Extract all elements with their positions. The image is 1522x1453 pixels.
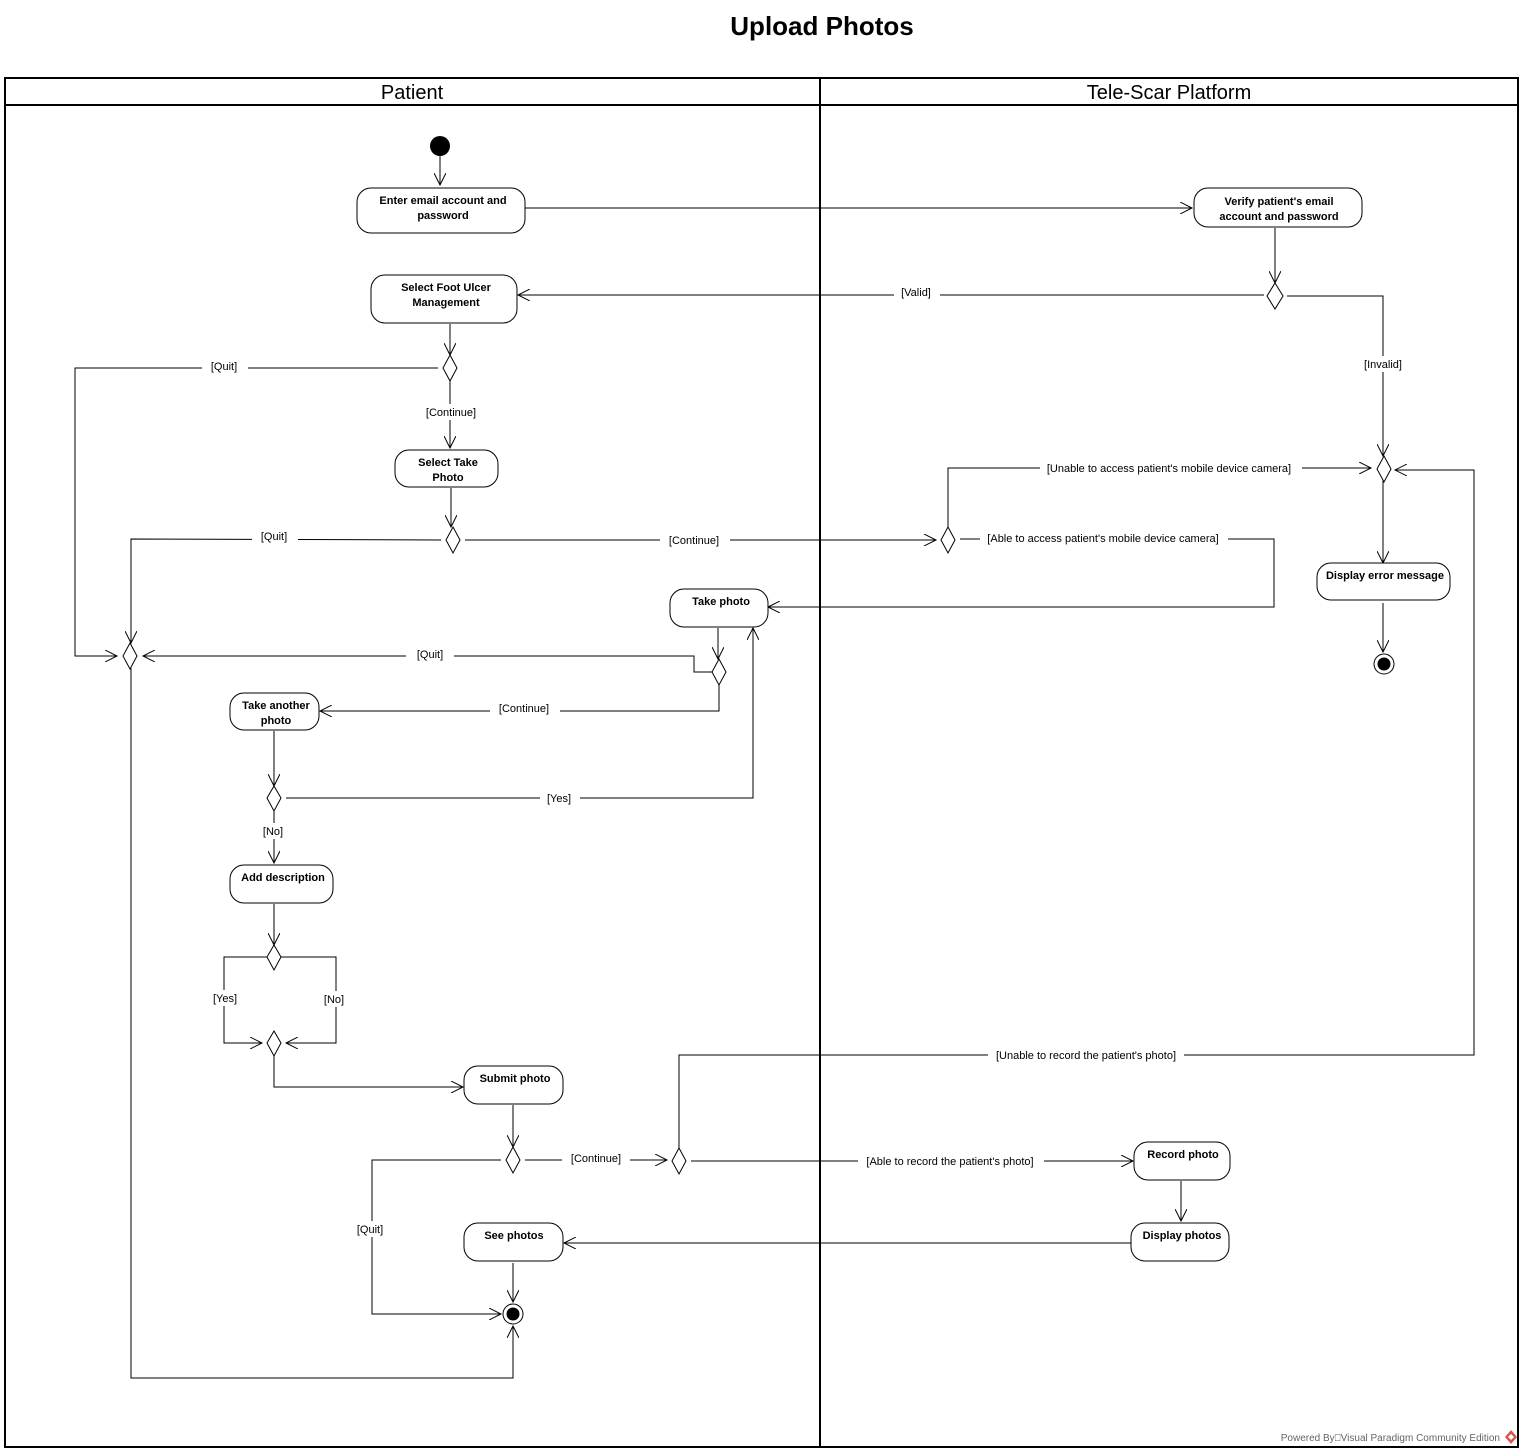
action-label: See photos — [484, 1230, 543, 1242]
guard-continue-4: [Continue] — [571, 1153, 621, 1165]
decision-nodes — [122, 282, 1392, 1176]
decision-foot-ulcer[interactable] — [442, 353, 458, 383]
guard-continue-3: [Continue] — [499, 703, 549, 715]
action-label: Select Foot Ulcer — [401, 282, 492, 294]
action-record-photo[interactable]: Record photo — [1133, 1141, 1231, 1181]
action-label: Management — [412, 297, 480, 309]
action-label: Take photo — [692, 596, 750, 608]
action-display-photos[interactable]: Display photos — [1130, 1222, 1230, 1262]
action-label: Submit photo — [480, 1073, 551, 1085]
flow-invalid — [1287, 295, 1383, 456]
guard-quit-3: [Quit] — [417, 649, 443, 661]
visual-paradigm-logo-icon — [1505, 1430, 1517, 1444]
flow-quit-2 — [131, 538, 442, 643]
control-flows — [74, 156, 1475, 1379]
flow-continue-3 — [320, 684, 720, 711]
final-node-error[interactable] — [1373, 653, 1395, 675]
action-take-another-photo[interactable]: Take another photo — [229, 692, 320, 731]
action-label: Display error message — [1326, 570, 1444, 582]
decision-submit[interactable] — [505, 1145, 521, 1175]
decision-camera-access[interactable] — [940, 525, 956, 555]
action-label: Record photo — [1147, 1149, 1219, 1161]
guard-no-1: [No] — [263, 826, 283, 838]
lane-title-platform: Tele-Scar Platform — [1087, 82, 1252, 104]
action-see-photos[interactable]: See photos — [463, 1222, 564, 1262]
guard-continue-1: [Continue] — [426, 407, 476, 419]
flow-quit-1 — [74, 367, 438, 656]
guard-quit-4: [Quit] — [357, 1224, 383, 1236]
flow-unable-camera — [947, 468, 1371, 528]
guard-able-camera: [Able to access patient's mobile device … — [987, 533, 1218, 545]
action-label: account and password — [1219, 211, 1338, 223]
guard-able-record: [Able to record the patient's photo] — [866, 1156, 1033, 1168]
action-display-error[interactable]: Display error message — [1316, 562, 1451, 601]
guard-invalid: [Invalid] — [1364, 359, 1402, 371]
guard-labels: [Valid] [Invalid] [Quit] [Continue] [Qui… — [202, 286, 1408, 1237]
action-label: password — [417, 210, 468, 222]
action-label: Display photos — [1143, 1230, 1222, 1242]
action-add-description[interactable]: Add description — [229, 864, 334, 904]
decision-another-photo[interactable] — [266, 785, 282, 813]
footer-watermark: Powered By⎕Visual Paradigm Community Edi… — [1281, 1433, 1500, 1444]
guard-valid: [Valid] — [901, 287, 931, 299]
flow-merge-to-submit — [273, 1055, 463, 1087]
action-label: Take another — [242, 700, 310, 712]
guard-yes-2: [Yes] — [213, 993, 237, 1005]
action-label: Select Take — [418, 457, 478, 469]
swimlane-frame — [4, 77, 1519, 1448]
flow-yes-1 — [286, 628, 753, 799]
action-submit-photo[interactable]: Submit photo — [463, 1065, 564, 1105]
decision-take-photo[interactable] — [711, 657, 727, 687]
guard-no-2: [No] — [324, 994, 344, 1006]
action-label: Verify patient's email — [1225, 196, 1334, 208]
guard-continue-2: [Continue] — [669, 535, 719, 547]
guard-quit-2: [Quit] — [261, 531, 287, 543]
diagram-title: Upload Photos — [730, 11, 913, 41]
flow-merge-to-end — [130, 668, 513, 1379]
swimlanes: Patient Tele-Scar Platform — [4, 77, 1519, 1448]
decision-valid-check[interactable] — [1266, 282, 1284, 310]
action-enter-credentials[interactable]: Enter email account and password — [356, 187, 526, 234]
action-label: Photo — [432, 472, 463, 484]
decision-description[interactable] — [266, 944, 282, 972]
merge-quit[interactable] — [122, 641, 138, 671]
guard-yes-1: [Yes] — [547, 793, 571, 805]
flow-able-camera — [768, 538, 1275, 607]
lane-title-patient: Patient — [381, 82, 444, 104]
action-label: Enter email account and — [379, 195, 506, 207]
action-select-foot-ulcer[interactable]: Select Foot Ulcer Management — [370, 274, 518, 324]
merge-description[interactable] — [266, 1030, 282, 1058]
initial-node[interactable] — [430, 136, 450, 156]
merge-error[interactable] — [1376, 454, 1392, 484]
guard-unable-camera: [Unable to access patient's mobile devic… — [1047, 463, 1291, 475]
action-take-photo[interactable]: Take photo — [669, 588, 769, 628]
decision-record[interactable] — [671, 1146, 687, 1176]
guard-quit-1: [Quit] — [211, 361, 237, 373]
action-nodes: Enter email account and password Verify … — [229, 187, 1451, 1262]
action-verify-credentials[interactable]: Verify patient's email account and passw… — [1193, 187, 1363, 228]
action-label: Add description — [241, 872, 325, 884]
action-label: photo — [261, 715, 292, 727]
guard-unable-record: [Unable to record the patient's photo] — [996, 1050, 1176, 1062]
flow-unable-record — [678, 470, 1475, 1148]
action-select-take-photo[interactable]: Select Take Photo — [394, 449, 499, 488]
decision-take-photo-select[interactable] — [445, 525, 461, 555]
final-node-main[interactable] — [502, 1303, 524, 1325]
